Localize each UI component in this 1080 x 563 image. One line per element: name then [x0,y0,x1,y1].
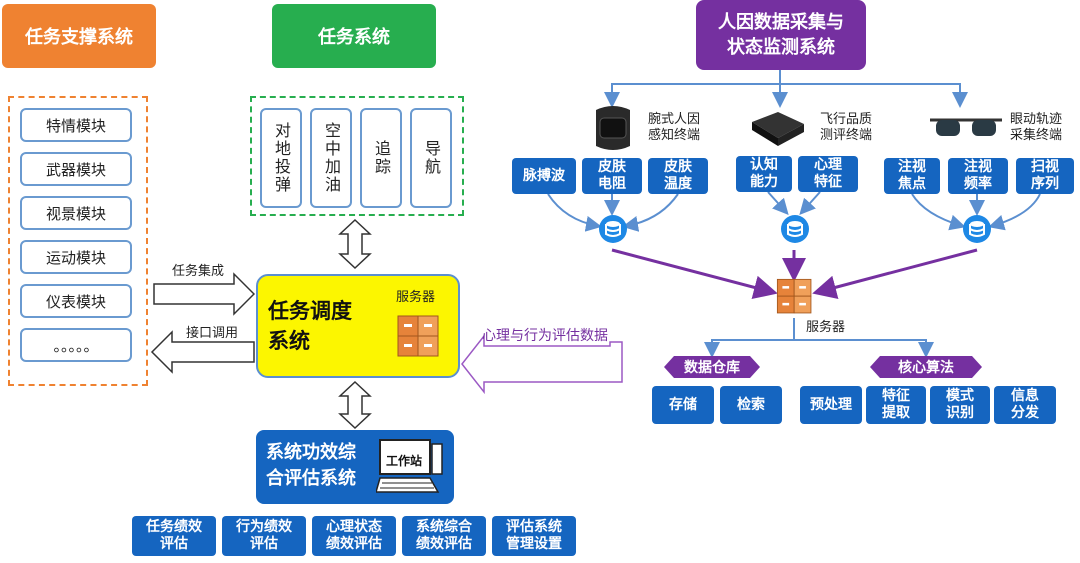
task-navigation[interactable]: 导航 [410,108,452,208]
eval-behavior-performance[interactable]: 行为绩效 评估 [222,516,306,556]
sensor-gaze-frequency[interactable]: 注视 频率 [948,158,1008,194]
workstation-label: 工作站 [386,454,423,468]
arrow-scheduler-eval [338,380,372,430]
arrow-psych-data [461,333,623,395]
device-wrist-label: 腕式人因 感知终端 [648,112,701,143]
module-weapon[interactable]: 武器模块 [20,152,132,186]
module-instrument[interactable]: 仪表模块 [20,284,132,318]
warehouse-retrieval[interactable]: 检索 [720,386,782,424]
algo-pattern-recognition[interactable]: 模式 识别 [930,386,990,424]
sensor-cognitive[interactable]: 认知 能力 [736,156,792,192]
label-interface-call: 接口调用 [186,326,239,341]
database-icon-a [599,215,627,243]
sensor-psych-trait[interactable]: 心理 特征 [798,156,858,192]
module-more[interactable]: 。。。。。 [20,328,132,362]
arrow-interface-call [150,330,255,374]
eval-task-performance[interactable]: 任务绩效 评估 [132,516,216,556]
database-icon-b [781,215,809,243]
arrow-mission-integration [153,272,256,316]
support-modules-group [8,96,148,386]
sensor-gaze-focus[interactable]: 注视 焦点 [884,158,940,194]
module-visual[interactable]: 视景模块 [20,196,132,230]
module-special[interactable]: 特情模块 [20,108,132,142]
server-icon [776,278,812,314]
sensor-skin-resistance[interactable]: 皮肤 电阻 [582,158,642,194]
data-warehouse-banner: 数据仓库 [664,356,760,378]
arrow-mission-scheduler [338,218,372,270]
label-psych-data: 心理与行为评估数据 [482,328,608,344]
flight-quality-device-icon [752,112,804,146]
task-tracking[interactable]: 追踪 [360,108,402,208]
sensor-saccade-sequence[interactable]: 扫视 序列 [1016,158,1074,194]
human-server-label: 服务器 [806,320,846,335]
server-cabinet-icon [397,315,439,357]
eval-system-comprehensive[interactable]: 系统综合 绩效评估 [402,516,486,556]
warehouse-storage[interactable]: 存储 [652,386,714,424]
device-flight-label: 飞行品质 测评终端 [820,112,873,143]
workstation-icon [376,439,443,493]
device-eye-label: 眼动轨迹 采集终端 [1010,112,1063,143]
scheduler-label: 任务调度 系统 [268,299,352,353]
wristband-icon [596,106,630,150]
human-factors-system-title: 人因数据采集与 状态监测系统 [696,0,866,70]
sensor-skin-temperature[interactable]: 皮肤 温度 [648,158,708,194]
database-icon-c [963,215,991,243]
task-bombing[interactable]: 对地投弹 [260,108,302,208]
eye-tracker-glasses-icon [930,118,1002,136]
scheduler-server-label: 服务器 [396,290,436,305]
eval-psych-state[interactable]: 心理状态 绩效评估 [312,516,396,556]
algo-feature-extraction[interactable]: 特征 提取 [866,386,926,424]
task-refueling[interactable]: 空中加油 [310,108,352,208]
evaluation-system-label: 系统功效综 合评估系统 [266,442,356,489]
support-system-title: 任务支撑系统 [2,4,156,68]
core-algorithm-banner: 核心算法 [870,356,982,378]
module-motion[interactable]: 运动模块 [20,240,132,274]
eval-management-settings[interactable]: 评估系统 管理设置 [492,516,576,556]
label-mission-integration: 任务集成 [172,264,225,279]
sensor-pulse[interactable]: 脉搏波 [512,158,576,194]
algo-preprocess[interactable]: 预处理 [800,386,862,424]
mission-system-title: 任务系统 [272,4,436,68]
algo-info-distribution[interactable]: 信息 分发 [994,386,1056,424]
mission-tasks-group [250,96,464,216]
